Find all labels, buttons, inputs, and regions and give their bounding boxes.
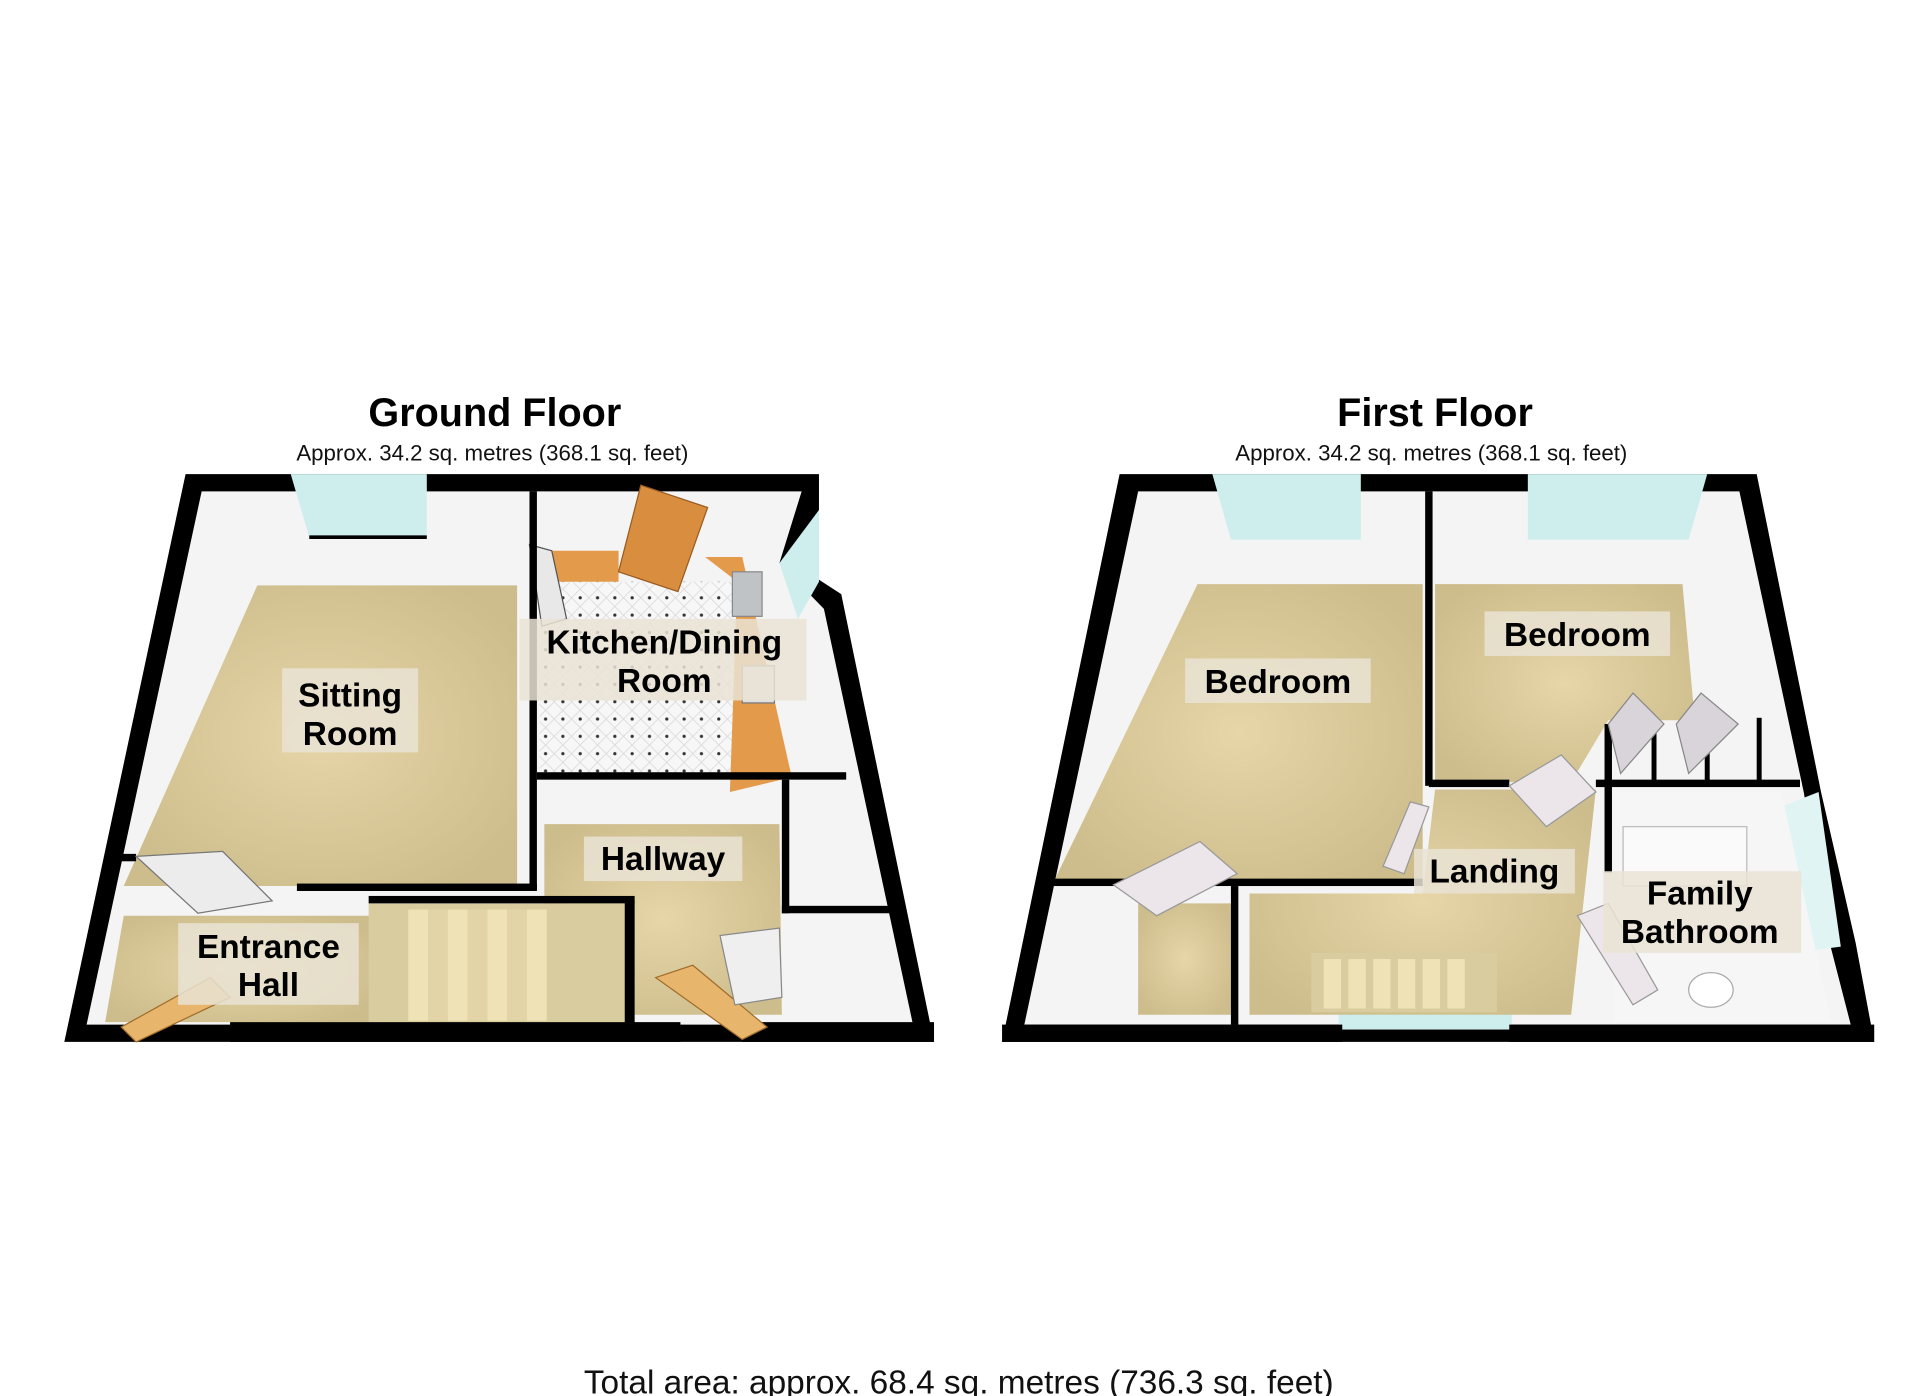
sitting-room-door <box>134 850 274 914</box>
ground-floor-area: Approx. 34.2 sq. metres (368.1 sq. feet) <box>296 440 688 465</box>
first-floor-title: First Floor <box>1337 391 1533 435</box>
ground-stairs <box>368 903 635 1023</box>
cupboard-door <box>719 927 783 1006</box>
ground-floor-title: Ground Floor <box>368 391 621 435</box>
landing-cupboard-door <box>1382 801 1430 875</box>
room-label-entrance-hall-line1: Entrance <box>197 929 340 966</box>
wardrobe-door-2 <box>1675 692 1740 775</box>
bathroom-door <box>1576 902 1659 1006</box>
room-label-bathroom-line2: Bathroom <box>1621 914 1779 951</box>
kitchen-window <box>779 509 819 619</box>
wash-basin <box>1688 972 1734 1008</box>
wardrobe-door-1 <box>1607 692 1665 775</box>
room-label-bedroom-right: Bedroom <box>1504 617 1651 654</box>
total-area: Total area: approx. 68.4 sq. metres (736… <box>584 1364 1334 1396</box>
room-label-hallway: Hallway <box>601 841 726 878</box>
room-label-sitting-room-line1: Sitting <box>298 678 402 715</box>
room-label-bathroom-line1: Family <box>1647 876 1753 913</box>
first-stairs <box>1311 952 1497 1013</box>
kitchen-counter-top <box>539 550 619 582</box>
bedroom-left-door <box>1112 840 1239 917</box>
ground-floor-plan: Ground Floor Approx. 34.2 sq. metres (36… <box>64 391 935 1043</box>
bedroom-right-door <box>1508 754 1597 828</box>
hallway-door <box>654 964 769 1041</box>
first-floor-area: Approx. 34.2 sq. metres (368.1 sq. feet) <box>1235 440 1627 465</box>
sitting-room-window <box>290 474 427 538</box>
room-label-entrance-hall-line2: Hall <box>238 967 299 1004</box>
room-label-sitting-room-line2: Room <box>303 716 398 753</box>
bedroom-right-window <box>1527 474 1708 540</box>
room-label-kitchen-line2: Room <box>617 663 712 700</box>
landing-window <box>1338 1012 1512 1030</box>
first-floor-plan: First Floor Approx. 34.2 sq. metres (368… <box>1002 391 1875 1042</box>
store-floor <box>1138 903 1231 1015</box>
kitchen-door <box>617 484 709 593</box>
room-label-kitchen-line1: Kitchen/Dining <box>547 624 783 661</box>
first-internal-walls <box>1002 491 1875 1042</box>
bedroom-left-window <box>1212 474 1361 540</box>
room-label-landing: Landing <box>1430 853 1560 890</box>
room-label-bedroom-left: Bedroom <box>1205 664 1352 701</box>
sink <box>731 571 763 617</box>
